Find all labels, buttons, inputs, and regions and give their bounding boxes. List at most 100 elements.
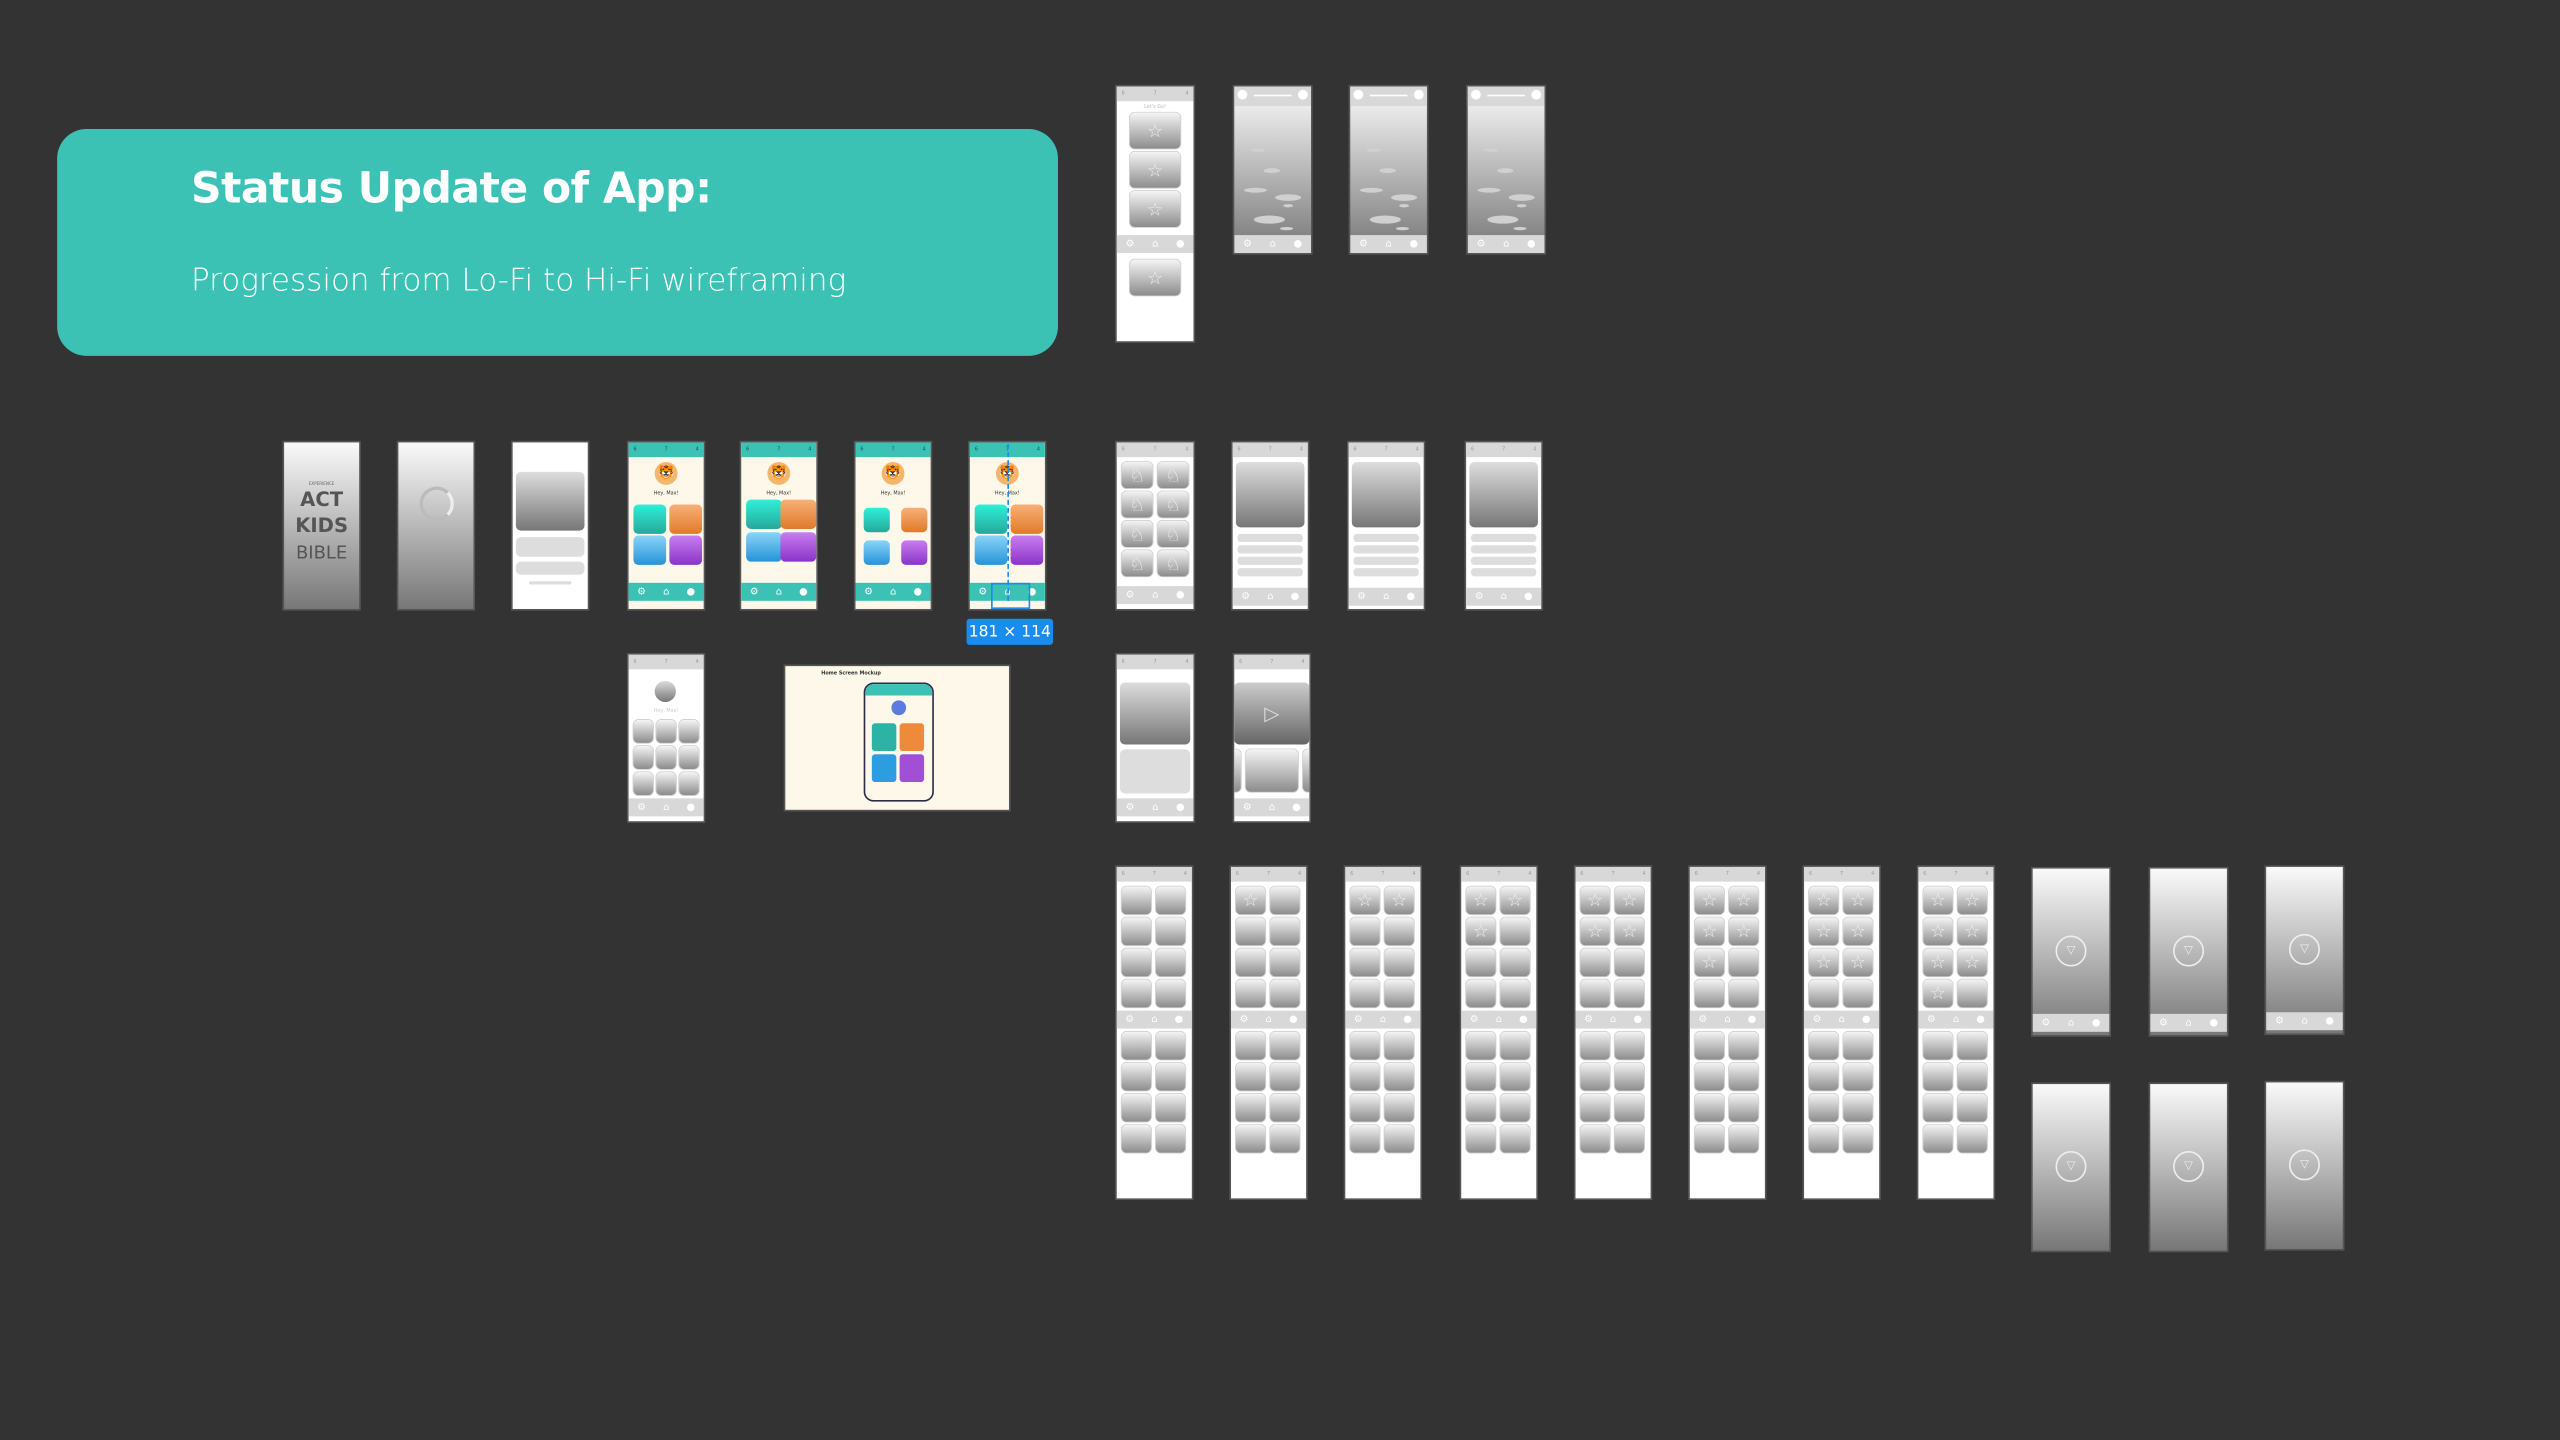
- home-icon[interactable]: ⌂: [1268, 800, 1276, 813]
- tile[interactable]: [1728, 1062, 1759, 1091]
- tile[interactable]: [1500, 1062, 1530, 1091]
- star-tile[interactable]: ☆: [1923, 979, 1953, 1008]
- star-tile[interactable]: ☆: [1614, 917, 1645, 946]
- home-icon[interactable]: ⌂: [1952, 1013, 1960, 1025]
- tile[interactable]: [1728, 1093, 1759, 1122]
- tile[interactable]: [1728, 1031, 1759, 1060]
- tile[interactable]: [1614, 1062, 1645, 1091]
- home-icon[interactable]: ⌂: [1385, 237, 1392, 249]
- tile[interactable]: [656, 772, 676, 796]
- tile[interactable]: [1843, 1093, 1873, 1122]
- home-icon[interactable]: ⌂: [1152, 237, 1159, 249]
- tile[interactable]: [1384, 917, 1414, 946]
- tile[interactable]: [1500, 1093, 1530, 1122]
- category-tile[interactable]: [780, 532, 817, 562]
- star-tile[interactable]: ☆: [1129, 259, 1181, 296]
- tile[interactable]: [1728, 1124, 1759, 1153]
- tile[interactable]: [633, 772, 654, 796]
- tile[interactable]: [1957, 1031, 1987, 1060]
- home-icon[interactable]: ⌂: [1610, 1013, 1617, 1025]
- profile-icon[interactable]: ●: [1527, 237, 1536, 249]
- star-tile[interactable]: ☆: [1728, 886, 1759, 915]
- loading-frame[interactable]: [398, 442, 474, 609]
- tile[interactable]: [1728, 979, 1759, 1008]
- tile[interactable]: [1270, 917, 1300, 946]
- tile[interactable]: [1155, 1124, 1186, 1153]
- tile[interactable]: [1614, 979, 1645, 1008]
- tile[interactable]: [1350, 979, 1380, 1008]
- star-tile[interactable]: ☆: [1580, 886, 1610, 915]
- profile-icon[interactable]: ●: [686, 585, 696, 597]
- category-tile[interactable]: [1010, 535, 1044, 565]
- tile[interactable]: [1270, 1062, 1300, 1091]
- star-tile[interactable]: ☆: [1129, 112, 1181, 149]
- tile[interactable]: [1466, 948, 1496, 977]
- tile[interactable]: [1350, 1062, 1380, 1091]
- profile-icon[interactable]: ●: [1633, 1013, 1643, 1025]
- gear-icon[interactable]: ⚙: [2274, 1014, 2284, 1027]
- gear-icon[interactable]: ⚙: [864, 585, 873, 597]
- star-tile[interactable]: ☆: [1694, 886, 1725, 915]
- profile-icon[interactable]: ●: [1862, 1013, 1871, 1025]
- profile-icon[interactable]: ●: [1290, 590, 1300, 602]
- tile[interactable]: [1466, 1062, 1496, 1091]
- gear-icon[interactable]: ⚙: [1476, 237, 1486, 249]
- profile-icon[interactable]: ●: [1027, 585, 1037, 597]
- star-tile[interactable]: ☆: [1694, 917, 1725, 946]
- profile-icon[interactable]: ●: [1406, 590, 1416, 602]
- tile[interactable]: [1235, 1093, 1266, 1122]
- tile[interactable]: [1466, 1093, 1496, 1122]
- profile-icon[interactable]: ●: [1409, 237, 1419, 249]
- tile[interactable]: [1235, 1062, 1266, 1091]
- tile[interactable]: [1155, 948, 1186, 977]
- gear-icon[interactable]: ⚙: [978, 585, 988, 597]
- gear-icon[interactable]: ⚙: [1357, 590, 1366, 602]
- home-icon[interactable]: ⌂: [1838, 1013, 1845, 1025]
- favorites-frame[interactable]: ▽: [2032, 1084, 2110, 1251]
- level-path-frame[interactable]: ⚙⌂●: [1467, 86, 1545, 254]
- tile[interactable]: [1384, 1093, 1414, 1122]
- level-path-frame[interactable]: ⚙⌂●: [1234, 86, 1312, 254]
- tile[interactable]: [1270, 886, 1300, 915]
- tile[interactable]: [1500, 979, 1530, 1008]
- tile[interactable]: [1270, 1093, 1300, 1122]
- profile-icon[interactable]: ●: [1176, 800, 1185, 813]
- star-tile[interactable]: ☆: [1384, 886, 1414, 915]
- gear-icon[interactable]: ⚙: [1125, 1013, 1135, 1025]
- tile[interactable]: [1614, 1031, 1645, 1060]
- favorites-frame[interactable]: ▽⚙⌂●: [2150, 868, 2227, 1036]
- tile[interactable]: [1808, 1124, 1839, 1153]
- category-tile[interactable]: [863, 507, 890, 533]
- tile[interactable]: ♘: [1121, 550, 1153, 577]
- gear-icon[interactable]: ⚙: [1125, 237, 1135, 249]
- tile[interactable]: [1694, 1062, 1725, 1091]
- gear-icon[interactable]: ⚙: [749, 585, 759, 597]
- tile[interactable]: [1614, 1124, 1645, 1153]
- home-icon[interactable]: ⌂: [663, 585, 670, 597]
- tile[interactable]: [1957, 1093, 1987, 1122]
- star-tile[interactable]: ☆: [1923, 917, 1953, 946]
- tile[interactable]: [1121, 1093, 1152, 1122]
- profile-icon[interactable]: ●: [1288, 1013, 1298, 1025]
- tile[interactable]: [1350, 1093, 1380, 1122]
- tile[interactable]: [1270, 948, 1300, 977]
- tile[interactable]: [1235, 917, 1266, 946]
- tile[interactable]: [1843, 1062, 1873, 1091]
- star-tile[interactable]: ☆: [1614, 886, 1645, 915]
- tile[interactable]: [1155, 917, 1186, 946]
- profile-icon[interactable]: ●: [913, 585, 923, 597]
- gear-icon[interactable]: ⚙: [1242, 800, 1252, 813]
- tile[interactable]: [1270, 1031, 1300, 1060]
- favorites-frame[interactable]: ▽: [2150, 1084, 2227, 1251]
- tile[interactable]: [1121, 886, 1152, 915]
- favorites-frame[interactable]: ▽⚙⌂●: [2032, 868, 2110, 1036]
- tile[interactable]: [1923, 1124, 1953, 1153]
- tile[interactable]: ♘: [1121, 462, 1153, 489]
